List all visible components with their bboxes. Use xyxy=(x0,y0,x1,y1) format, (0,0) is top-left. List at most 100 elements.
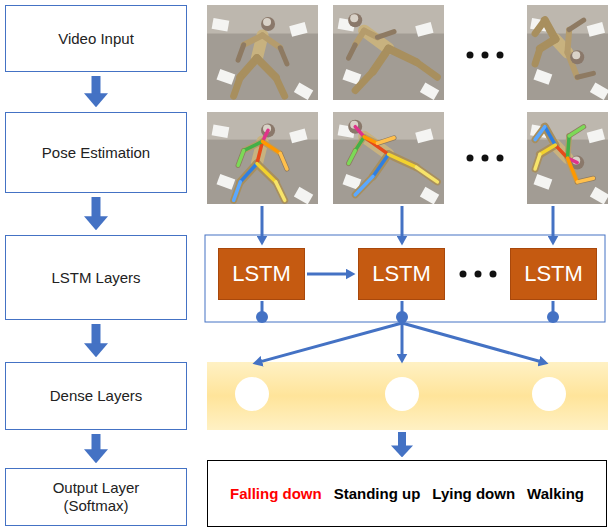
body-part xyxy=(280,48,287,64)
node-label: Video Input xyxy=(58,30,134,48)
node-label: LSTM Layers xyxy=(51,269,140,287)
skeleton-bone xyxy=(364,137,377,143)
ellipsis-dot xyxy=(467,52,474,59)
body-part xyxy=(257,58,276,77)
body-part xyxy=(238,45,244,60)
body-part xyxy=(257,164,276,182)
lstm-cell: LSTM xyxy=(510,248,597,300)
body-part xyxy=(535,20,545,33)
body-part xyxy=(416,167,437,182)
floor xyxy=(207,5,318,100)
skeleton-bone xyxy=(234,182,241,200)
skeleton-bone xyxy=(389,154,417,167)
paper-sheet xyxy=(534,174,553,190)
class-label: Standing up xyxy=(334,485,421,503)
body-part xyxy=(373,154,389,176)
ellipsis-dot xyxy=(482,52,489,59)
body-part xyxy=(577,73,593,77)
body-part xyxy=(355,137,364,151)
stage-box: Output Layer (Softmax) xyxy=(5,468,187,526)
paper-sheet xyxy=(587,22,605,37)
body-part xyxy=(263,141,281,153)
body-part xyxy=(234,77,241,96)
lstm-region xyxy=(205,235,605,322)
lstm-output-line xyxy=(261,301,264,312)
dense-neuron xyxy=(235,377,269,411)
paper-sheet xyxy=(590,187,608,204)
skeleton-bone xyxy=(355,176,373,194)
video-frame xyxy=(207,112,318,204)
body-part xyxy=(577,178,593,182)
lstm-cell: LSTM xyxy=(218,248,305,300)
paper-sheet xyxy=(534,69,553,85)
head xyxy=(570,50,584,64)
head xyxy=(261,17,275,31)
paper-sheet xyxy=(590,82,608,100)
body-part xyxy=(535,127,545,140)
skeleton-bone xyxy=(545,127,556,145)
body-part xyxy=(280,153,287,169)
dense-neuron xyxy=(385,377,419,411)
node-label: LSTM xyxy=(524,261,583,287)
paper-sheet xyxy=(289,22,307,37)
body-part xyxy=(349,151,356,164)
body-part xyxy=(373,49,389,72)
fan-out-arrow xyxy=(401,323,404,354)
skeleton-bone xyxy=(377,138,394,144)
body-part xyxy=(377,32,394,38)
ellipsis-dot xyxy=(460,271,467,278)
skeleton-bone xyxy=(355,127,364,137)
paper-sheet xyxy=(587,128,605,143)
skeleton-bone xyxy=(355,137,364,151)
video-frame xyxy=(527,5,608,100)
node-label: Output Layer (Softmax) xyxy=(31,479,161,515)
skeleton-bone xyxy=(349,151,356,164)
skeleton-bone xyxy=(373,154,389,176)
video-frame xyxy=(333,5,444,100)
lstm-output-line xyxy=(401,301,404,312)
paper-sheet xyxy=(420,187,439,204)
floor xyxy=(333,112,444,204)
paper-sheet xyxy=(294,187,313,204)
paper-sheet xyxy=(217,69,236,85)
skeleton-bone xyxy=(577,178,593,182)
body-part xyxy=(568,30,570,53)
skeleton-bone xyxy=(263,130,269,141)
body-part xyxy=(568,136,570,158)
floor xyxy=(207,112,318,204)
lstm-output-line xyxy=(552,301,555,312)
paper-sheet xyxy=(294,82,313,100)
stage-box: Pose Estimation xyxy=(5,112,187,193)
hair xyxy=(263,18,271,26)
lstm-cell: LSTM xyxy=(358,248,445,300)
stage-box: LSTM Layers xyxy=(5,235,187,320)
paper-sheet xyxy=(289,128,307,143)
connector-arrow xyxy=(92,197,101,217)
lstm-output-dot xyxy=(547,311,559,323)
ellipsis-dot xyxy=(497,155,504,162)
body-part xyxy=(535,49,540,64)
skeleton-bone xyxy=(280,153,287,169)
connector-arrow xyxy=(307,273,346,276)
frame-to-lstm-arrow xyxy=(401,206,404,236)
body-part xyxy=(276,182,285,200)
ellipsis-dot xyxy=(490,271,497,278)
skeleton-bone xyxy=(568,136,570,158)
lstm-output-dot xyxy=(396,311,408,323)
body-part xyxy=(377,138,394,144)
video-frame xyxy=(333,112,444,204)
fan-out-arrow xyxy=(402,323,539,361)
body-part xyxy=(240,164,257,182)
body-part xyxy=(263,35,281,47)
paper-sheet xyxy=(415,128,433,143)
body-part xyxy=(569,127,584,136)
body-part xyxy=(568,158,578,182)
node-label: LSTM xyxy=(372,261,431,287)
ellipsis-dot xyxy=(475,271,482,278)
body-part xyxy=(244,35,263,45)
skeleton-bone xyxy=(263,141,281,153)
video-frame xyxy=(207,5,318,100)
skeleton-bone xyxy=(257,164,276,182)
connector-arrow xyxy=(92,76,101,94)
